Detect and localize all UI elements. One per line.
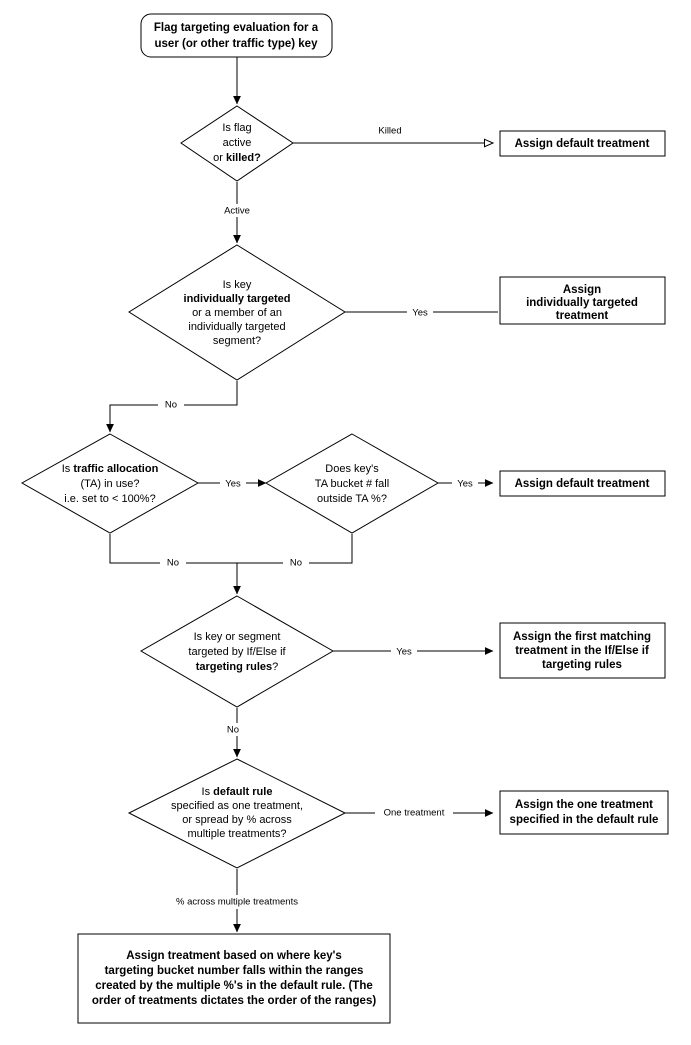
decision-traffic-allocation-line-1-bold: traffic allocation — [73, 463, 158, 475]
decision-default-rule-line-2: specified as one treatment, — [171, 800, 303, 812]
box-spread-treatment-line-1: Assign treatment based on where key's — [126, 950, 342, 962]
decision-individual-targeting-line-4: individually targeted — [188, 321, 285, 333]
edge-label-no-bucket-bg — [283, 556, 309, 569]
box-one-treatment-line-2: specified in the default rule — [510, 814, 659, 826]
node-start[interactable]: Flag targeting evaluation for a user (or… — [140, 13, 333, 58]
edge-no-ta — [109, 534, 237, 564]
box-individually-targeted-line-1: Assign — [563, 284, 601, 296]
box-individually-targeted-line-2: individually targeted — [526, 297, 638, 309]
start-shape — [140, 13, 333, 58]
edge-label-no-individual: No — [165, 400, 177, 411]
box-individually-targeted-line-3: treatment — [556, 310, 609, 322]
edge-label-no-rules: No — [227, 725, 239, 736]
decision-default-rule-shape — [127, 758, 347, 869]
node-decision-ta-bucket[interactable]: Does key's TA bucket # fall outside TA %… — [264, 433, 440, 534]
decision-individual-targeting-line-1: Is key — [223, 279, 252, 291]
decision-if-else-rules-line-1: Is key or segment — [194, 631, 281, 643]
box-default-treatment-1-shape — [499, 130, 666, 157]
edge-label-yes-bucket: Yes — [457, 479, 473, 490]
decision-individual-targeting-shape — [128, 244, 346, 381]
edge-label-one-treatment-bg — [375, 806, 453, 820]
edge-label-yes-rules-bg — [391, 645, 417, 658]
node-decision-default-rule[interactable]: Is default rule specified as one treatme… — [127, 758, 347, 869]
edge-label-one-treatment: One treatment — [384, 808, 445, 819]
node-box-individually-targeted[interactable]: Assign individually targeted treatment — [499, 276, 666, 325]
box-default-treatment-2-shape — [499, 470, 666, 497]
node-box-spread-treatment[interactable]: Assign treatment based on where key's ta… — [77, 933, 391, 1024]
decision-individual-targeting-line-3: or a member of an — [192, 307, 282, 319]
node-decision-flag-state[interactable]: Is flag active or killed? — [180, 105, 294, 182]
box-spread-treatment-line-4: order of treatments dictates the order o… — [92, 995, 377, 1007]
edge-label-yes-individual-bg — [407, 306, 433, 319]
decision-ta-bucket-shape — [264, 433, 440, 534]
node-box-first-matching[interactable]: Assign the first matching treatment in t… — [499, 622, 666, 679]
edge-label-no-ta: No — [167, 558, 179, 569]
node-box-one-treatment[interactable]: Assign the one treatment specified in th… — [499, 790, 669, 835]
edge-label-no-ta-bg — [160, 556, 186, 569]
decision-if-else-rules-line-3-bold: targeting rules — [196, 661, 272, 673]
box-one-treatment-shape — [499, 790, 669, 835]
decision-flag-state-line-3: or killed? — [213, 152, 261, 164]
start-line-2: user (or other traffic type) key — [155, 38, 319, 50]
decision-if-else-rules-line-3-suffix: ? — [272, 661, 278, 673]
decision-traffic-allocation-line-3: i.e. set to < 100%? — [64, 493, 155, 505]
box-default-treatment-1-line-1: Assign default treatment — [515, 138, 650, 150]
box-one-treatment-line-1: Assign the one treatment — [515, 799, 653, 811]
decision-flag-state-line-2: active — [223, 137, 252, 149]
box-individually-targeted-shape — [499, 276, 666, 325]
node-decision-individual-targeting[interactable]: Is key individually targeted or a member… — [128, 244, 346, 381]
decision-if-else-rules-line-3: targeting rules? — [196, 661, 279, 673]
decision-ta-bucket-line-3: outside TA %? — [317, 493, 387, 505]
edge-label-yes-rules: Yes — [396, 647, 412, 658]
edge-label-active-bg — [219, 204, 255, 217]
decision-traffic-allocation-line-1-prefix: Is — [62, 463, 74, 475]
box-spread-treatment-line-3: created by the multiple %'s in the defau… — [95, 980, 373, 992]
edge-label-no-rules-bg — [220, 723, 246, 736]
decision-flag-state-line-1: Is flag — [222, 122, 251, 134]
edge-label-killed: Killed — [378, 126, 401, 137]
decision-traffic-allocation-line-2: (TA) in use? — [80, 478, 139, 490]
box-spread-treatment-line-2: targeting bucket number falls within the… — [105, 965, 364, 977]
decision-if-else-rules-shape — [140, 595, 334, 708]
decision-if-else-rules-line-2: targeted by If/Else if — [188, 646, 286, 658]
edge-label-yes-ta: Yes — [225, 479, 241, 490]
decision-individual-targeting-line-2: individually targeted — [184, 293, 291, 305]
edge-label-active: Active — [224, 206, 250, 217]
decision-default-rule-line-1: Is default rule — [202, 786, 273, 798]
decision-flag-state-line-3-bold: killed? — [226, 152, 261, 164]
decision-ta-bucket-line-1: Does key's — [325, 463, 379, 475]
edge-label-yes-bucket-bg — [452, 477, 478, 490]
box-first-matching-line-2: treatment in the If/Else if — [515, 645, 649, 657]
edge-label-no-individual-bg — [158, 398, 184, 411]
box-first-matching-line-3: targeting rules — [542, 659, 622, 671]
decision-traffic-allocation-line-1: Is traffic allocation — [62, 463, 159, 475]
box-first-matching-shape — [499, 622, 666, 679]
box-spread-treatment-shape — [77, 933, 391, 1024]
decision-default-rule-line-1-prefix: Is — [202, 786, 214, 798]
edge-label-percent-across-bg — [155, 895, 319, 909]
edge-no-bucket — [237, 534, 353, 564]
decision-individual-targeting-line-5: segment? — [213, 335, 261, 347]
decision-default-rule-line-3: or spread by % across — [182, 814, 292, 826]
edge-label-yes-ta-bg — [220, 477, 246, 490]
edge-label-yes-individual: Yes — [412, 308, 428, 319]
box-first-matching-line-1: Assign the first matching — [513, 631, 651, 643]
start-line-1: Flag targeting evaluation for a — [154, 22, 319, 34]
node-box-default-treatment-1[interactable]: Assign default treatment — [499, 130, 666, 157]
decision-flag-state-line-3-prefix: or — [213, 152, 226, 164]
edge-label-no-bucket: No — [290, 558, 302, 569]
decision-default-rule-line-1-bold: default rule — [213, 786, 272, 798]
decision-ta-bucket-line-2: TA bucket # fall — [315, 478, 389, 490]
box-default-treatment-2-line-1: Assign default treatment — [515, 478, 650, 490]
decision-default-rule-line-4: multiple treatments? — [187, 828, 286, 840]
decision-traffic-allocation-shape — [20, 433, 200, 534]
decision-flag-state-shape — [180, 105, 294, 182]
edge-label-percent-across: % across multiple treatments — [176, 897, 298, 908]
node-decision-traffic-allocation[interactable]: Is traffic allocation (TA) in use? i.e. … — [20, 433, 200, 534]
node-decision-if-else-rules[interactable]: Is key or segment targeted by If/Else if… — [140, 595, 334, 708]
node-box-default-treatment-2[interactable]: Assign default treatment — [499, 470, 666, 497]
edge-label-killed-bg — [368, 124, 412, 137]
